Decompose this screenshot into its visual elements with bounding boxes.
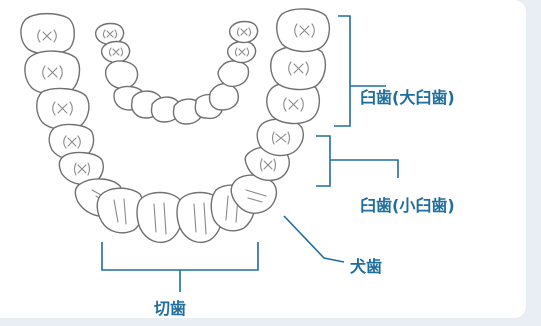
tooth-lower-left-molar-2 xyxy=(24,50,81,95)
tooth-lower-right-molar-3 xyxy=(276,8,331,53)
tooth-upper-right-canine xyxy=(208,83,239,111)
label-canine: 犬歯 xyxy=(350,257,382,276)
premolar-leader xyxy=(330,159,399,178)
tooth-upper-right-premolar-2 xyxy=(217,60,250,88)
annotation-lines xyxy=(101,15,399,292)
tooth-upper-right-molar-1 xyxy=(228,20,259,44)
tooth-lower-left-molar-3 xyxy=(36,87,90,131)
tooth-upper-right-premolar-1 xyxy=(226,40,257,64)
tooth-lower-left-molar-1 xyxy=(20,12,75,55)
premolar-bracket xyxy=(316,135,331,187)
label-premolars: 臼歯(小臼歯) xyxy=(360,196,455,215)
label-molars: 臼歯(大臼歯) xyxy=(360,88,455,107)
label-incisors: 切歯 xyxy=(154,299,186,318)
incisor-bracket xyxy=(101,242,259,271)
tooth-upper-left-molar-2 xyxy=(100,40,131,64)
lower-arch xyxy=(20,8,331,244)
tooth-lower-right-molar-2 xyxy=(270,45,327,91)
tooth-upper-left-premolar-1 xyxy=(104,60,139,90)
canine-leader xyxy=(283,215,345,263)
tooth-upper-left-incisor-2 xyxy=(150,96,181,123)
upper-arch xyxy=(94,20,259,125)
molar-bracket xyxy=(334,15,351,127)
tooth-lower-left-incisor-1 xyxy=(136,191,184,244)
tooth-lower-left-incisor-2 xyxy=(96,187,145,234)
tooth-lower-right-premolar-1 xyxy=(256,118,304,157)
